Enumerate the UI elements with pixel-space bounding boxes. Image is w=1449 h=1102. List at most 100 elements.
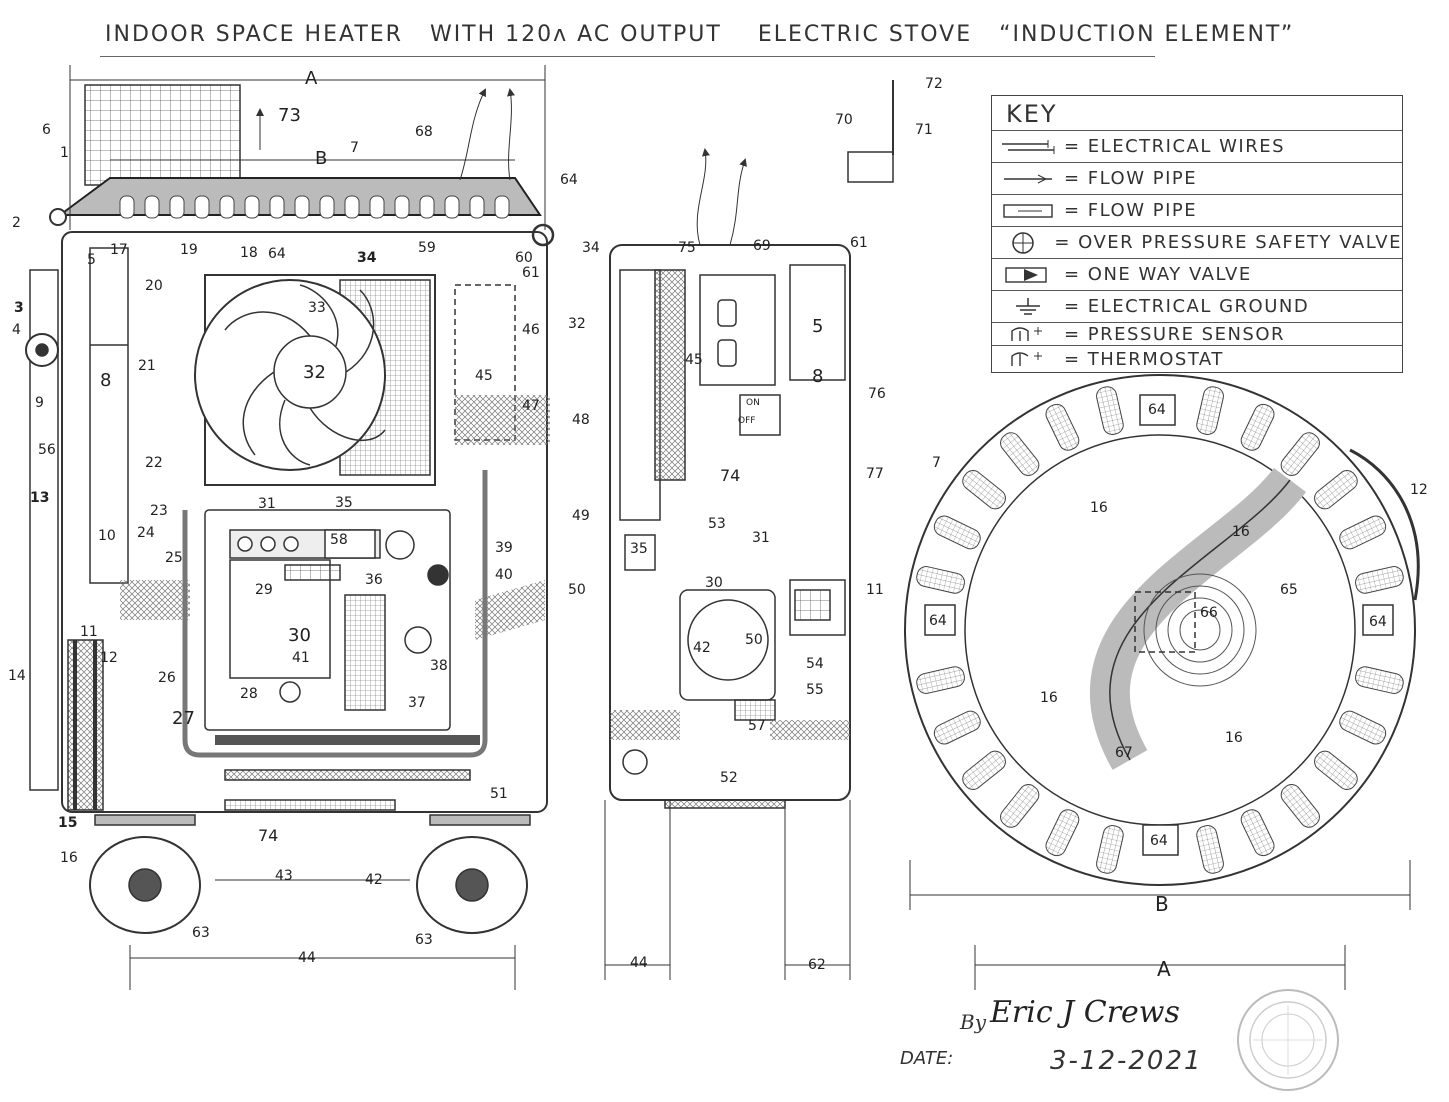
heating-coil bbox=[344, 594, 386, 711]
callout-19: 19 bbox=[180, 242, 198, 258]
callout-34-side: 34 bbox=[582, 240, 600, 256]
callout-15: 15 bbox=[58, 815, 78, 831]
callout-16-c: 16 bbox=[1040, 690, 1058, 706]
legend-text: = ONE WAY VALVE bbox=[1064, 264, 1252, 285]
legend-row-electrical-wires: = ELECTRICAL WIRES bbox=[992, 130, 1402, 162]
callout-75: 75 bbox=[678, 240, 696, 256]
top-guard-grid bbox=[84, 84, 241, 186]
callout-32-side: 32 bbox=[568, 316, 586, 332]
callout-64-front: 64 bbox=[268, 246, 286, 262]
induction-coil-slot bbox=[916, 566, 965, 594]
callout-33: 33 bbox=[308, 300, 326, 316]
induction-coil-slot bbox=[1045, 809, 1080, 857]
callout-61-side: 61 bbox=[850, 235, 868, 251]
callout-51: 51 bbox=[490, 786, 508, 802]
callout-10: 10 bbox=[98, 528, 116, 544]
callout-48: 48 bbox=[572, 412, 590, 428]
callout-49: 49 bbox=[572, 508, 590, 524]
induction-coil-slot bbox=[1096, 825, 1124, 874]
callout-62: 62 bbox=[808, 957, 826, 973]
callout-22: 22 bbox=[145, 455, 163, 471]
induction-coil-slot bbox=[962, 750, 1006, 790]
induction-coil-slot bbox=[1000, 784, 1040, 828]
callout-6: 6 bbox=[42, 122, 51, 138]
heater-body bbox=[61, 231, 548, 813]
callout-73: 73 bbox=[278, 105, 301, 126]
one-way-valve-icon bbox=[992, 263, 1064, 287]
ac-outlet bbox=[699, 274, 776, 386]
callout-44-side: 44 bbox=[630, 955, 648, 971]
hinge-left bbox=[49, 208, 67, 226]
callout-67: 67 bbox=[1115, 745, 1133, 761]
title-part-3: ELECTRIC STOVE bbox=[757, 22, 973, 47]
flow-pipe-thin-icon bbox=[992, 167, 1064, 191]
electrical-wires-icon bbox=[992, 135, 1064, 159]
callout-63-left: 63 bbox=[192, 925, 210, 941]
callout-64-top: 64 bbox=[560, 172, 578, 188]
drawing-title: INDOOR SPACE HEATER WITH 120ʌ AC OUTPUT … bbox=[105, 22, 1294, 47]
induction-coil-slot bbox=[1196, 825, 1224, 874]
legend-text: = OVER PRESSURE SAFETY VALVE bbox=[1054, 232, 1402, 253]
callout-26: 26 bbox=[158, 670, 176, 686]
callout-55: 55 bbox=[806, 682, 824, 698]
callout-54: 54 bbox=[806, 656, 824, 672]
dim-a-front: A bbox=[305, 68, 318, 89]
legend-row-one-way-valve: = ONE WAY VALVE bbox=[992, 258, 1402, 290]
callout-16-b: 16 bbox=[1232, 524, 1250, 540]
callout-36: 36 bbox=[365, 572, 383, 588]
induction-coil-slot bbox=[1355, 666, 1404, 694]
title-part-4: “INDUCTION ELEMENT” bbox=[999, 22, 1295, 47]
legend-row-flow-pipe-thin: = FLOW PIPE bbox=[992, 162, 1402, 194]
induction-coil-slot bbox=[933, 515, 981, 550]
callout-31-side: 31 bbox=[752, 530, 770, 546]
switch-on-label: ON bbox=[746, 398, 760, 408]
callout-30-side: 30 bbox=[705, 575, 723, 591]
induction-coil-slot bbox=[1339, 515, 1387, 550]
callout-5: 5 bbox=[87, 252, 96, 268]
callout-61a: 61 bbox=[522, 265, 540, 281]
callout-65: 65 bbox=[1280, 582, 1298, 598]
induction-coil-slot bbox=[1339, 710, 1387, 745]
dim-a-ring: A bbox=[1157, 957, 1171, 981]
induction-coil-slot bbox=[1280, 432, 1320, 476]
tank-column bbox=[89, 247, 129, 584]
induction-coil-slot bbox=[1096, 386, 1124, 435]
callout-58: 58 bbox=[330, 532, 348, 548]
callout-18: 18 bbox=[240, 245, 258, 261]
title-underline bbox=[100, 56, 1155, 57]
callout-59: 59 bbox=[418, 240, 436, 256]
callout-72: 72 bbox=[925, 76, 943, 92]
dim-b-ring: B bbox=[1155, 892, 1169, 916]
callout-32: 32 bbox=[303, 362, 326, 383]
callout-16: 16 bbox=[60, 850, 78, 866]
callout-45: 45 bbox=[475, 368, 493, 384]
callout-28: 28 bbox=[240, 686, 258, 702]
callout-76: 76 bbox=[868, 386, 886, 402]
callout-3: 3 bbox=[14, 300, 24, 316]
callout-74-side: 74 bbox=[720, 466, 741, 485]
thermostat-icon bbox=[992, 347, 1064, 371]
legend-title: KEY bbox=[1006, 100, 1058, 128]
callout-68: 68 bbox=[415, 124, 433, 140]
induction-coil-slot bbox=[1196, 386, 1224, 435]
callout-50: 50 bbox=[568, 582, 586, 598]
callout-30: 30 bbox=[288, 625, 311, 646]
callout-12-ring: 12 bbox=[1410, 482, 1428, 498]
callout-29: 29 bbox=[255, 582, 273, 598]
legend-text: = FLOW PIPE bbox=[1064, 168, 1198, 189]
callout-27: 27 bbox=[172, 708, 195, 729]
callout-57: 57 bbox=[748, 718, 766, 734]
notary-seal-icon bbox=[1237, 989, 1339, 1091]
callout-7: 7 bbox=[350, 140, 359, 156]
callout-12: 12 bbox=[100, 650, 118, 666]
legend-row-electrical-ground: = ELECTRICAL GROUND bbox=[992, 290, 1402, 322]
callout-74-front: 74 bbox=[258, 826, 279, 845]
callout-16-d: 16 bbox=[1225, 730, 1243, 746]
induction-coil-slot bbox=[1000, 432, 1040, 476]
induction-coil-slot bbox=[916, 666, 965, 694]
callout-53: 53 bbox=[708, 516, 726, 532]
callout-37: 37 bbox=[408, 695, 426, 711]
induction-coil-slot bbox=[962, 470, 1006, 510]
legend-key: KEY = ELECTRICAL WIRES = FLOW PIPE = FLO… bbox=[991, 95, 1403, 373]
